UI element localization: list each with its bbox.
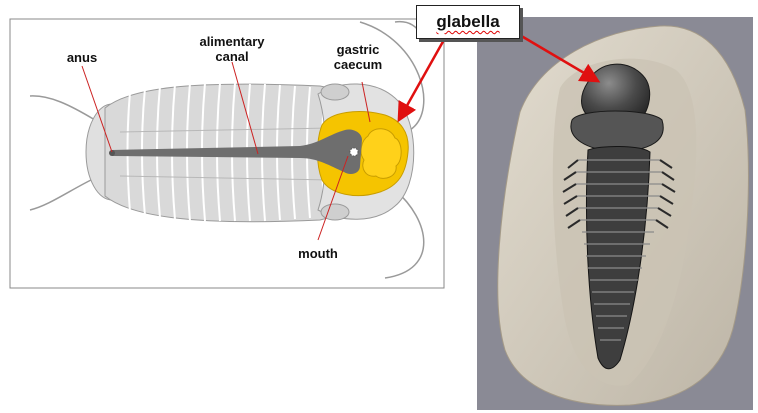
label-gastric-caecum: gastric caecum (333, 42, 383, 72)
arrow-to-diagram (397, 37, 447, 123)
anus-opening (109, 150, 115, 156)
fossil-photo (477, 17, 753, 410)
mouth-opening (349, 147, 359, 157)
fossil-spines (562, 159, 676, 229)
label-alimentary-canal: alimentary canal (199, 34, 265, 64)
glabella-lobes (360, 128, 402, 179)
alimentary-canal-shape (112, 129, 362, 174)
left-eye (320, 83, 350, 101)
glabella-arrows (397, 32, 601, 123)
fossil-segments (576, 159, 662, 341)
label-mouth: mouth (298, 246, 338, 261)
right-eye (320, 203, 350, 221)
label-anus: anus (66, 50, 98, 65)
glabella-callout: glabella (416, 5, 520, 39)
pointer-lines (81, 61, 371, 241)
anatomy-diagram (9, 18, 445, 289)
arrow-to-photo (517, 32, 601, 83)
antennae (29, 20, 425, 279)
fossil-genae (570, 110, 664, 153)
label-glabella: glabella (436, 12, 500, 31)
axial-lobe (119, 127, 331, 181)
